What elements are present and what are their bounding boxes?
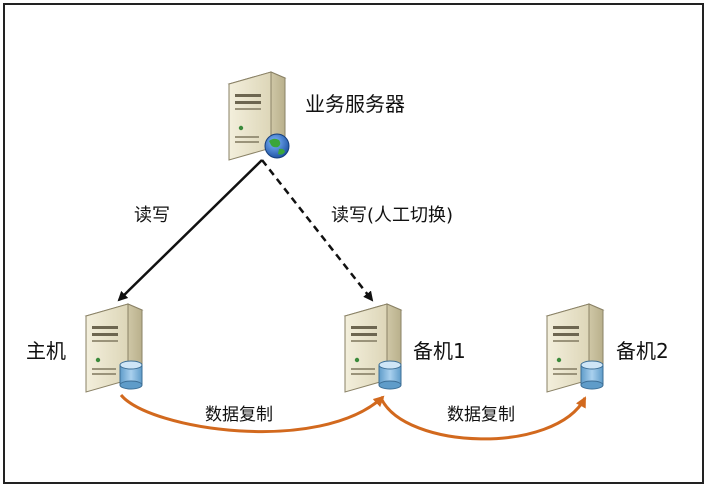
- globe-icon: [264, 133, 290, 159]
- server-icon: [227, 71, 287, 161]
- edge-label-replication-2: 数据复制: [447, 405, 515, 425]
- edge-label-replication-1: 数据复制: [205, 405, 273, 425]
- standby2-label: 备机2: [616, 339, 669, 363]
- database-icon: [119, 360, 143, 390]
- edge-replication-2: [379, 396, 587, 441]
- standby1-node: [343, 303, 403, 393]
- diagram-frame: [3, 3, 704, 484]
- database-icon: [580, 360, 604, 390]
- edge-label-read-write-standby: 读写(人工切换): [331, 205, 453, 226]
- standby2-node: [545, 303, 605, 393]
- primary-node: [84, 303, 144, 393]
- edge-read-write-primary: [117, 159, 263, 302]
- business-server-node: [227, 71, 290, 161]
- edge-replication-1: [119, 394, 385, 434]
- edge-read-write-standby: [261, 159, 374, 302]
- primary-label: 主机: [26, 339, 66, 363]
- standby1-label: 备机1: [413, 339, 466, 363]
- database-icon: [378, 360, 402, 390]
- business-server-label: 业务服务器: [305, 92, 405, 116]
- edge-label-read-write-primary: 读写: [134, 205, 170, 226]
